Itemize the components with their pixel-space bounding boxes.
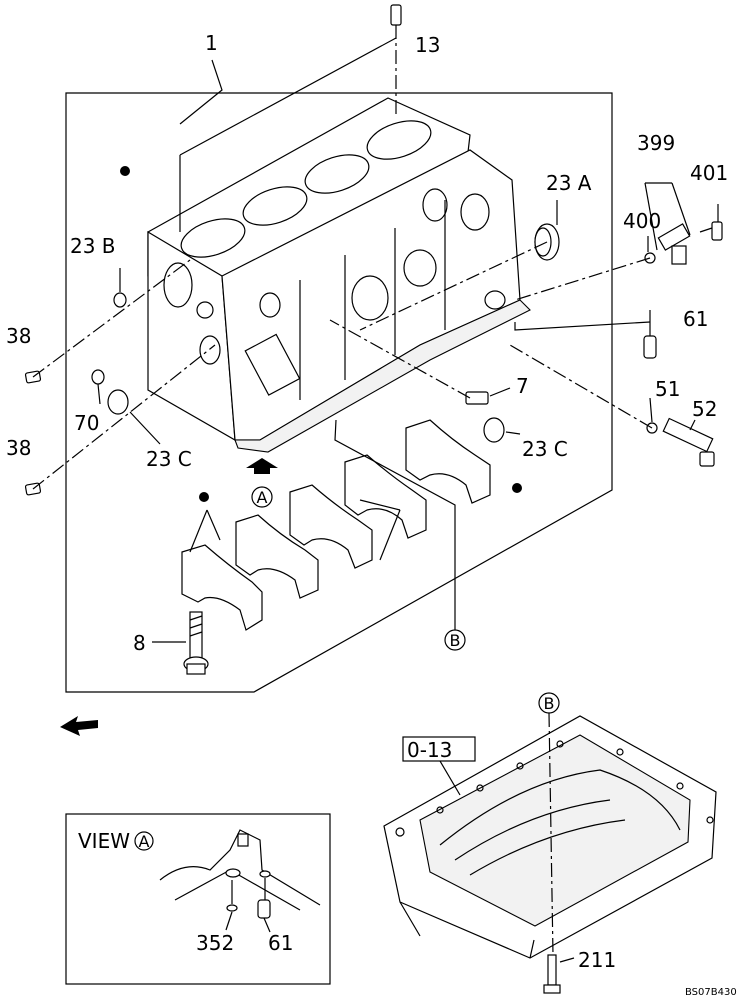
label-399: 399 <box>637 131 675 155</box>
bolt-211 <box>543 954 561 994</box>
plug-70 <box>91 369 105 385</box>
label-23c-right: 23 C <box>522 437 568 461</box>
label-61-upper: 61 <box>683 307 708 331</box>
label-400: 400 <box>623 209 661 233</box>
label-23a: 23 A <box>546 171 592 195</box>
label-70: 70 <box>74 411 99 435</box>
front-arrow <box>60 716 98 736</box>
label-7: 7 <box>516 374 529 398</box>
oil-jet-399 <box>657 223 691 265</box>
label-61-lower: 61 <box>268 931 293 955</box>
label-211: 211 <box>578 948 616 972</box>
direction-arrow-up <box>246 458 278 474</box>
label-view: VIEW <box>78 829 130 853</box>
label-38-upper: 38 <box>6 324 31 348</box>
label-401: 401 <box>690 161 728 185</box>
bolt-401 <box>699 221 723 241</box>
label-8: 8 <box>133 631 146 655</box>
plug-7 <box>465 391 489 405</box>
centerline-pan <box>548 712 554 956</box>
circle-a-marker <box>251 486 273 508</box>
cylinder-block <box>147 97 531 453</box>
drawing-code: BS07B430 <box>685 987 737 998</box>
bolt-8 <box>183 611 209 675</box>
leader-lines <box>32 25 719 643</box>
view-a-detail <box>159 829 321 933</box>
marker-dot-2 <box>199 492 209 502</box>
marker-dot-3 <box>512 483 522 493</box>
view-a-inset <box>65 813 331 985</box>
label-23b: 23 B <box>70 234 116 258</box>
label-0-13: 0-13 <box>407 738 452 762</box>
seal-23c-left <box>107 389 129 415</box>
label-51: 51 <box>655 377 680 401</box>
leader-211 <box>559 957 575 963</box>
label-1: 1 <box>205 31 218 55</box>
seal-23c-right <box>483 417 505 443</box>
main-assembly-frame <box>65 92 613 693</box>
marker-dot-1 <box>120 166 130 176</box>
bearing-caps <box>181 419 491 631</box>
ref-box-0-13 <box>402 736 476 762</box>
label-352: 352 <box>196 931 234 955</box>
plug-52 <box>662 417 715 467</box>
label-23c-left: 23 C <box>146 447 192 471</box>
plug-23b <box>113 292 127 308</box>
label-a: A <box>257 488 268 507</box>
circle-b-marker <box>444 629 466 651</box>
leader-0-13 <box>439 760 461 796</box>
label-b-pan: B <box>544 694 555 713</box>
label-view-a: A <box>139 832 150 851</box>
dowel-13 <box>390 4 402 26</box>
label-52: 52 <box>692 397 717 421</box>
label-b: B <box>450 631 461 650</box>
view-a-circle <box>134 831 154 851</box>
oil-pan <box>383 715 717 959</box>
label-13: 13 <box>415 33 440 57</box>
label-38-lower: 38 <box>6 436 31 460</box>
pin-61 <box>643 335 657 359</box>
